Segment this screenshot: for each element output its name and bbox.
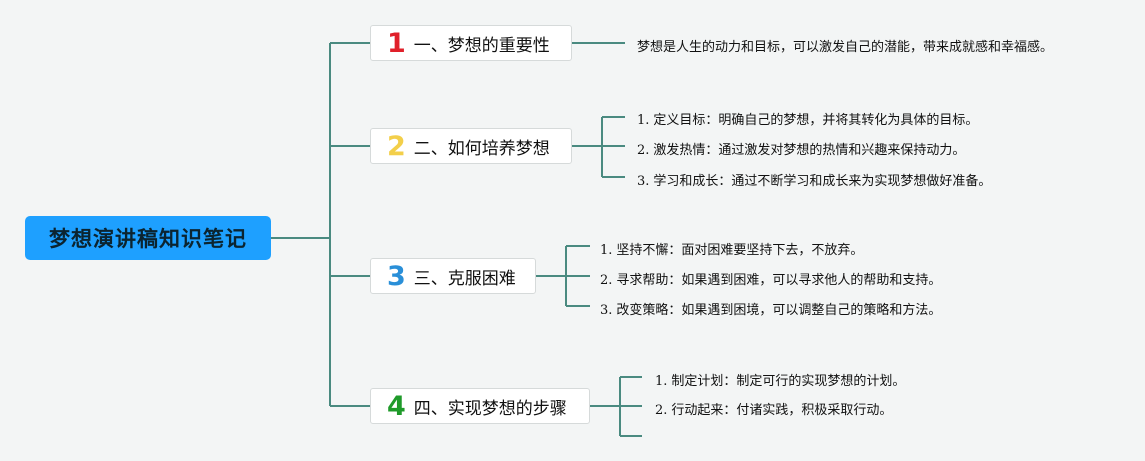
- leaf-index: 1.: [600, 243, 613, 258]
- leaf-text: 梦想是人生的动力和目标，可以激发自己的潜能，带来成就感和幸福感。: [637, 40, 1054, 55]
- leaf-index: 3.: [600, 303, 613, 318]
- branch-title: 一、梦想的重要性: [413, 35, 550, 56]
- leaf-index: 2.: [637, 143, 650, 158]
- number-badge-1: 1: [387, 27, 406, 59]
- leaf-item[interactable]: 3.改变策略：如果遇到困境，可以调整自己的策略和方法。: [600, 299, 941, 318]
- leaf-text: 学习和成长：通过不断学习和成长来为实现梦想做好准备。: [653, 174, 992, 189]
- leaf-item[interactable]: 2.寻求帮助：如果遇到困难，可以寻求他人的帮助和支持。: [600, 269, 941, 288]
- branch-title: 四、实现梦想的步骤: [413, 398, 567, 419]
- leaf-item[interactable]: 1.定义目标：明确自己的梦想，并将其转化为具体的目标。: [637, 109, 978, 128]
- branch-title: 三、克服困难: [413, 268, 516, 289]
- leaf-text: 定义目标：明确自己的梦想，并将其转化为具体的目标。: [653, 113, 979, 128]
- number-badge-2: 2: [387, 130, 406, 162]
- branch-cultivate[interactable]: 2 二、如何培养梦想: [370, 128, 572, 164]
- leaf-index: 2.: [655, 403, 668, 418]
- leaf-item[interactable]: 2.行动起来：付诸实践，积极采取行动。: [655, 399, 892, 418]
- branch-steps[interactable]: 4 四、实现梦想的步骤: [370, 388, 590, 424]
- root-node[interactable]: 梦想演讲稿知识笔记: [25, 216, 271, 260]
- leaf-text: 制定计划：制定可行的实现梦想的计划。: [671, 374, 906, 389]
- leaf-text: 改变策略：如果遇到困境，可以调整自己的策略和方法。: [616, 303, 942, 318]
- number-badge-4: 4: [387, 390, 406, 422]
- leaf-text: 寻求帮助：如果遇到困难，可以寻求他人的帮助和支持。: [616, 273, 942, 288]
- leaf-index: 3.: [637, 174, 650, 189]
- leaf-item[interactable]: 1.制定计划：制定可行的实现梦想的计划。: [655, 370, 905, 389]
- root-title: 梦想演讲稿知识笔记: [49, 227, 247, 251]
- branch-title: 二、如何培养梦想: [413, 138, 550, 159]
- leaf-index: 1.: [655, 374, 668, 389]
- leaf-item[interactable]: 梦想是人生的动力和目标，可以激发自己的潜能，带来成就感和幸福感。: [637, 36, 1053, 55]
- leaf-index: 1.: [637, 113, 650, 128]
- branch-overcome[interactable]: 3 三、克服困难: [370, 258, 536, 294]
- leaf-item[interactable]: 3.学习和成长：通过不断学习和成长来为实现梦想做好准备。: [637, 170, 991, 189]
- leaf-text: 激发热情：通过激发对梦想的热情和兴趣来保持动力。: [653, 143, 966, 158]
- branch-importance[interactable]: 1 一、梦想的重要性: [370, 25, 572, 61]
- leaf-text: 坚持不懈：面对困难要坚持下去，不放弃。: [616, 243, 864, 258]
- leaf-index: 2.: [600, 273, 613, 288]
- leaf-item[interactable]: 2.激发热情：通过激发对梦想的热情和兴趣来保持动力。: [637, 139, 965, 158]
- leaf-text: 行动起来：付诸实践，积极采取行动。: [671, 403, 893, 418]
- leaf-item[interactable]: 1.坚持不懈：面对困难要坚持下去，不放弃。: [600, 239, 863, 258]
- number-badge-3: 3: [387, 260, 406, 292]
